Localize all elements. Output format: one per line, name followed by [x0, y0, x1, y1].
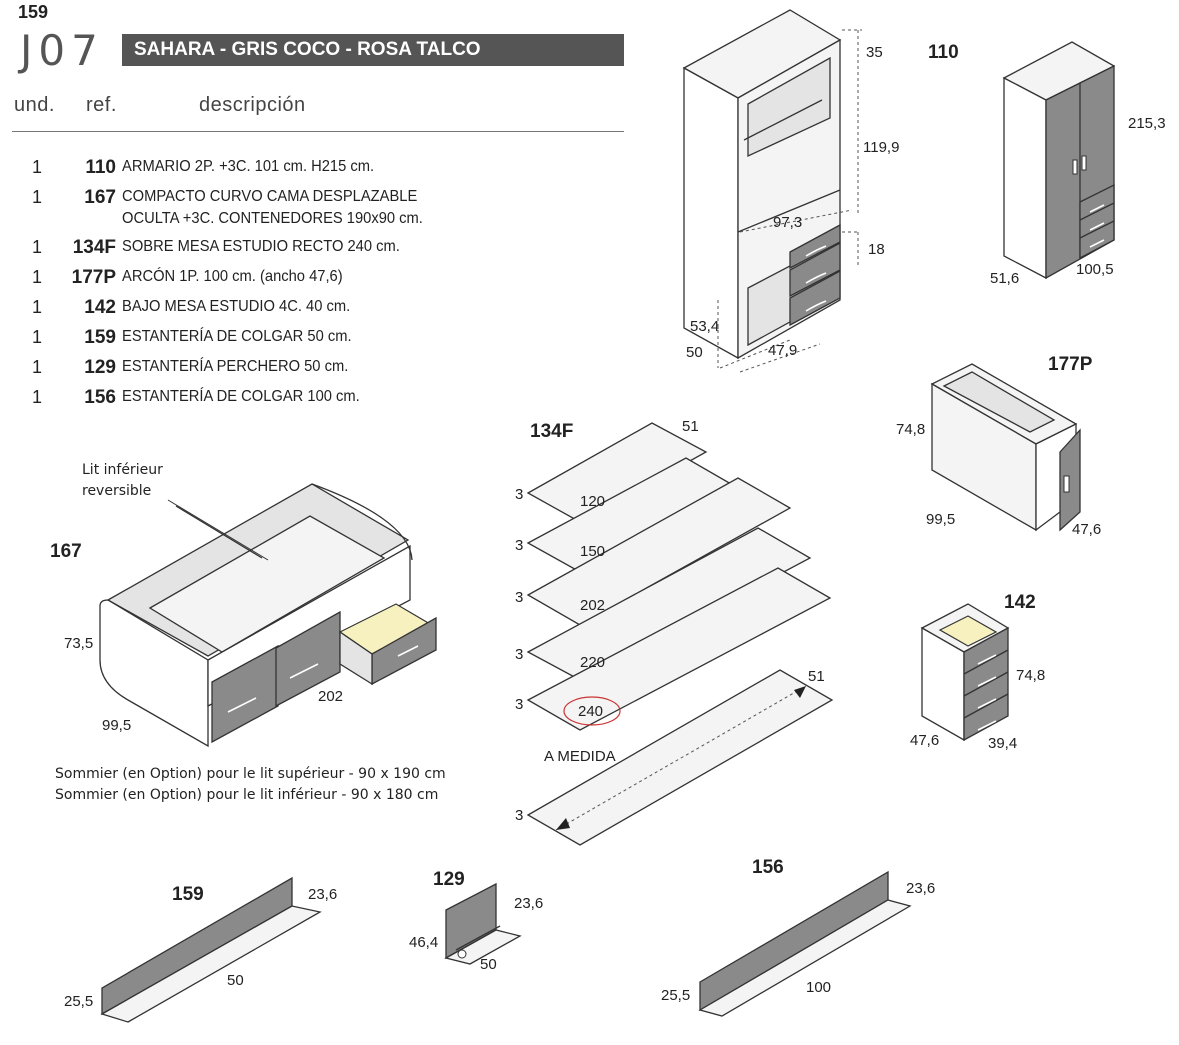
item-code-167: 167 — [50, 541, 82, 562]
dim-label: 25,5 — [64, 993, 94, 1010]
row-ref: 159 — [84, 327, 116, 348]
dim-label: 215,3 — [1128, 115, 1166, 132]
row-und: 1 — [32, 357, 43, 377]
col-header-desc: descripción — [199, 94, 306, 116]
row-und: 1 — [32, 267, 43, 287]
row-desc: ESTANTERÍA DE COLGAR 100 cm. — [122, 388, 360, 405]
row-desc: ESTANTERÍA PERCHERO 50 cm. — [122, 358, 349, 375]
row-desc: COMPACTO CURVO CAMA DESPLAZABLE — [122, 188, 418, 205]
length-label: 202 — [580, 597, 606, 614]
dim-label: 3 — [515, 537, 524, 554]
dim-label: 47,6 — [1072, 521, 1102, 538]
header-divider — [12, 131, 624, 132]
row-und: 1 — [32, 327, 43, 347]
item-code-129: 129 — [433, 869, 465, 890]
dim-label: 46,4 — [409, 934, 439, 951]
note-lower-bed-2: reversible — [82, 483, 152, 499]
item-code-110: 110 — [928, 42, 959, 63]
col-header-ref: ref. — [86, 94, 117, 116]
row-ref: 156 — [84, 387, 116, 408]
row-desc: BAJO MESA ESTUDIO 4C. 40 cm. — [122, 298, 351, 315]
dim-label: 202 — [318, 688, 344, 705]
row-desc: ARMARIO 2P. +3C. 101 cm. H215 cm. — [122, 158, 375, 175]
sommier-lower: Sommier (en Option) pour le lit inférieu… — [55, 787, 439, 803]
dim-label: 3 — [515, 696, 524, 713]
dim-label: 25,5 — [661, 987, 691, 1004]
dim-label: 51 — [682, 418, 699, 435]
dim-label: 100 — [806, 979, 832, 996]
item-code-134f: 134F — [530, 421, 574, 442]
dim-label: 73,5 — [64, 635, 94, 652]
length-label: 150 — [580, 543, 606, 560]
desk-tops-134f-drawing — [526, 422, 834, 846]
dim-label: 23,6 — [514, 895, 544, 912]
dim-label: 3 — [515, 486, 524, 503]
row-und: 1 — [32, 187, 43, 207]
dim-label: 74,8 — [896, 421, 926, 438]
row-ref: 110 — [85, 157, 116, 178]
row-und: 1 — [32, 297, 43, 317]
row-und: 1 — [32, 157, 43, 177]
row-ref: 134F — [72, 237, 116, 258]
note-lower-bed: Lit inférieur — [82, 462, 163, 478]
dim-label: 3 — [515, 646, 524, 663]
dim-label: 47,6 — [910, 732, 940, 749]
dim-label: 74,8 — [1016, 667, 1046, 684]
dim-label: 50 — [227, 972, 244, 989]
dim-label: 99,5 — [102, 717, 132, 734]
dim-label: 100,5 — [1076, 261, 1114, 278]
dim-label: 99,5 — [926, 511, 956, 528]
custom-label: A MEDIDA — [544, 748, 616, 765]
coat-shelf-129-drawing — [444, 882, 522, 965]
row-desc-cont: OCULTA +3C. CONTENEDORES 190x90 cm. — [122, 210, 423, 227]
model-code: J07 — [20, 26, 104, 75]
dim-label: 51 — [808, 668, 825, 685]
row-und: 1 — [32, 237, 43, 257]
sommier-upper: Sommier (en Option) pour le lit supérieu… — [55, 766, 446, 782]
row-und: 1 — [32, 387, 43, 407]
dim-label: 23,6 — [308, 886, 338, 903]
dim-label: 97,3 — [773, 214, 803, 231]
dim-label: 3 — [515, 589, 524, 606]
length-label: 120 — [580, 493, 606, 510]
length-label: 220 — [580, 654, 606, 671]
item-code-177p: 177P — [1048, 354, 1093, 375]
dim-label: 3 — [515, 807, 524, 824]
wardrobe-open-drawing — [682, 9, 862, 373]
row-ref: 177P — [71, 267, 116, 288]
item-code-159: 159 — [172, 884, 204, 905]
dim-label: 50 — [480, 956, 497, 973]
dim-label: 50 — [686, 344, 703, 361]
row-ref: 142 — [84, 297, 116, 318]
row-ref: 129 — [84, 357, 116, 378]
item-code-156: 156 — [752, 857, 784, 878]
dim-label: 18 — [868, 241, 885, 258]
dim-label: 53,4 — [690, 318, 720, 335]
row-desc: ESTANTERÍA DE COLGAR 50 cm. — [122, 328, 352, 345]
row-desc: SOBRE MESA ESTUDIO RECTO 240 cm. — [122, 238, 400, 255]
bed-compact-167-drawing — [99, 483, 437, 748]
chest-177p-drawing — [930, 363, 1081, 532]
item-code-142: 142 — [1004, 592, 1036, 613]
wardrobe-110-drawing — [1002, 41, 1116, 280]
length-label: 240 — [578, 703, 604, 720]
drawer-unit-142-drawing — [920, 603, 1010, 742]
row-ref: 167 — [84, 187, 116, 208]
dim-label: 119,9 — [863, 139, 900, 156]
shelf-159-drawing — [100, 876, 322, 1023]
dim-label: 39,4 — [988, 735, 1018, 752]
dim-label: 23,6 — [906, 880, 936, 897]
dim-label: 51,6 — [990, 270, 1020, 287]
dim-label: 47,9 — [768, 342, 798, 359]
row-desc: ARCÓN 1P. 100 cm. (ancho 47,6) — [122, 268, 343, 285]
col-header-und: und. — [14, 94, 55, 116]
page-number: 159 — [18, 2, 49, 22]
shelf-156-drawing — [698, 870, 912, 1017]
dim-label: 35 — [866, 44, 883, 61]
collection-title: SAHARA - GRIS COCO - ROSA TALCO — [122, 34, 624, 66]
